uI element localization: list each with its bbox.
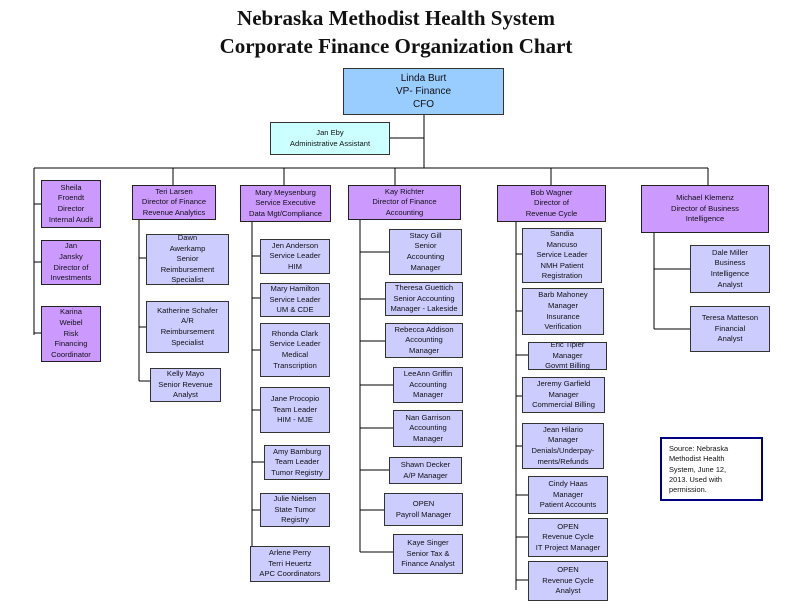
michael-report-1-box: Dale Miller Business Intelligence Analys…	[690, 245, 770, 293]
chart-title-line-1: Nebraska Methodist Health System	[237, 6, 555, 30]
michael-klemenz-box: Michael Klemenz Director of Business Int…	[641, 185, 769, 233]
bob-report-4-box: Jeremy Garfield Manager Commercial Billi…	[522, 377, 605, 413]
bob-report-3-box: Eric Tipler Manager Govmt Billing	[528, 342, 607, 370]
source-note-box: Source: Nebraska Methodist Health System…	[660, 437, 763, 501]
mary-report-4-box: Jane Procopio Team Leader HIM - MJE	[260, 387, 330, 433]
michael-report-2-box: Teresa Matteson Financial Analyst	[690, 306, 770, 352]
mary-report-6-box: Julie Nielsen State Tumor Registry	[260, 493, 330, 527]
mary-meysenburg-box: Mary Meysenburg Service Executive Data M…	[240, 185, 331, 222]
bob-report-8-box: OPEN Revenue Cycle Analyst	[528, 561, 608, 601]
kay-report-2-box: Theresa Guettich Senior Accounting Manag…	[385, 282, 463, 316]
kay-report-1-box: Stacy Gill Senior Accounting Manager	[389, 229, 462, 275]
teri-report-3-box: Kelly Mayo Senior Revenue Analyst	[150, 368, 221, 402]
mary-report-2-box: Mary Hamilton Service Leader UM & CDE	[260, 283, 330, 317]
mary-report-7-box: Arlene Perry Terri Heuertz APC Coordinat…	[250, 546, 330, 582]
teri-report-2-box: Katherine Schafer A/R Reimbursement Spec…	[146, 301, 229, 353]
kay-report-6-box: Shawn Decker A/P Manager	[389, 457, 462, 484]
kay-report-3-box: Rebecca Addison Accounting Manager	[385, 323, 463, 358]
mary-report-1-box: Jen Anderson Service Leader HIM	[260, 239, 330, 274]
bob-report-5-box: Jean Hilario Manager Denials/Underpay- m…	[522, 423, 604, 469]
kay-report-5-box: Nan Garrison Accounting Manager	[393, 410, 463, 447]
teri-larsen-box: Teri Larsen Director of Finance Revenue …	[132, 185, 216, 220]
vp-finance-box: Linda Burt VP- Finance CFO	[343, 68, 504, 115]
kay-report-4-box: LeeAnn Griffin Accounting Manager	[393, 367, 463, 403]
investments-box: Jan Jansky Director of Investments	[41, 240, 101, 285]
kay-report-8-box: Kaye Singer Senior Tax & Finance Analyst	[393, 534, 463, 574]
kay-richter-box: Kay Richter Director of Finance Accounti…	[348, 185, 461, 220]
internal-audit-box: Sheila Froendt Director Internal Audit	[41, 180, 101, 228]
bob-wagner-box: Bob Wagner Director of Revenue Cycle	[497, 185, 606, 222]
bob-report-2-box: Barb Mahoney Manager Insurance Verificat…	[522, 288, 604, 335]
kay-report-7-box: OPEN Payroll Manager	[384, 493, 463, 526]
mary-report-3-box: Rhonda Clark Service Leader Medical Tran…	[260, 323, 330, 377]
administrative-assistant-box: Jan Eby Administrative Assistant	[270, 122, 390, 155]
risk-financing-box: Karina Weibel Risk Financing Coordinator	[41, 306, 101, 362]
mary-report-5-box: Amy Bamburg Team Leader Tumor Registry	[264, 445, 330, 480]
bob-report-7-box: OPEN Revenue Cycle IT Project Manager	[528, 518, 608, 557]
chart-title-line-2: Corporate Finance Organization Chart	[219, 34, 573, 58]
bob-report-1-box: Sandia Mancuso Service Leader NMH Patien…	[522, 228, 602, 283]
teri-report-1-box: Dawn Awerkamp Senior Reimbursement Speci…	[146, 234, 229, 285]
bob-report-6-box: Cindy Haas Manager Patient Accounts	[528, 476, 608, 514]
